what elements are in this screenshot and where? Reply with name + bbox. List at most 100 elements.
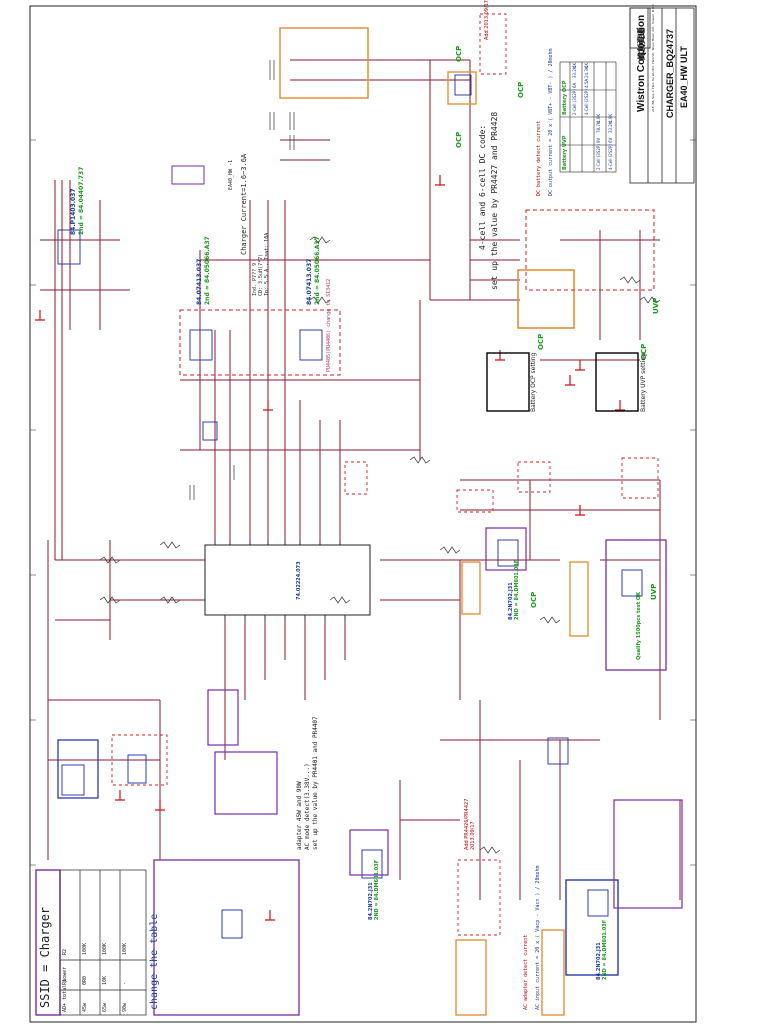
note-cell-2: set up the value by PR4427 and PR4428 <box>490 111 499 290</box>
batt-red-dash-3 <box>621 457 659 499</box>
ocp-sense-block <box>461 561 481 615</box>
ocp-label-1: OCP <box>455 45 463 62</box>
title-sheet: CHARGER_BQ24737 <box>665 28 675 118</box>
battery-table-grid <box>559 61 617 173</box>
note-fet-2: 2ND = 84.DM601.03F <box>514 559 520 620</box>
power-row-1-w: 45w <box>82 1002 88 1012</box>
ac-purple-right <box>613 799 683 909</box>
battery-uvp-label: Battery UVP setting <box>640 353 647 412</box>
title-chinese: 緯創資通 <box>637 28 646 60</box>
ocp-black-block <box>349 829 389 876</box>
ocp-label-5: OCP <box>537 333 545 350</box>
batt-red-dash-1 <box>456 489 494 513</box>
ac-blue-block <box>565 879 619 976</box>
title-block <box>629 7 695 184</box>
bat-ocp-r2-c1: 4.5A <box>584 78 589 88</box>
center-red-dash <box>344 461 368 495</box>
note-adapter-2: AC mode detect(3.38V...) <box>304 763 311 850</box>
power-table-r1-header: R1 <box>62 978 68 985</box>
mosfet-block-top <box>179 309 341 376</box>
note-charger-current: Charger Current=1.6~3.6A <box>240 153 248 255</box>
power-table-grid <box>59 869 147 1016</box>
red-dash-toptop <box>479 13 507 75</box>
power-table-r2-header: R2 <box>62 948 68 955</box>
note-fet-4: 2ND = 84.DM601.03F <box>374 859 380 920</box>
uvp-label-2: UVP <box>650 583 658 600</box>
battery-ocp-title: Battery OCP <box>562 80 568 115</box>
battery-ocp-label: Battery OCP setting <box>530 352 537 412</box>
bat-uvp-r2-c0: 4-Cell (2S2P) <box>608 144 613 170</box>
ocp-label-4: OCP <box>530 591 538 608</box>
uvp-label-1: UVP <box>652 297 660 314</box>
note-rel-date: 2013.09/17 <box>470 821 476 850</box>
bat-ocp-r1-c3: 4K <box>572 62 577 68</box>
bat-table-block <box>525 209 655 291</box>
note-dc-output: DC output current = 20 x ( VBT+ - VBT- )… <box>548 48 554 196</box>
batt-red-dash-2 <box>517 461 551 493</box>
note-mosfet-1: 84.07413.037 <box>196 258 203 305</box>
ac-detect-block <box>541 929 565 1016</box>
bat-ocp-r1-c0: 2-Cell (3S2P) <box>572 89 577 115</box>
note-mosfet-5: 84.07413.037 <box>306 258 313 305</box>
title-address: 21F, 88, Sec.1, Hsin Tai Wu Rd., Hsichih… <box>651 2 655 112</box>
power-table-caption: change the table <box>149 913 160 1010</box>
left-mosfet-block <box>57 739 99 799</box>
note-ic-part: 74.02224.073 <box>296 561 302 600</box>
note-ac-detect: AC adapter detect current <box>523 934 529 1010</box>
power-row-1-r2: 100K <box>82 942 88 955</box>
note-pu-change: PU4405(PU4406) change to SI3412 <box>326 278 332 372</box>
left-mosfet-block-2 <box>111 734 168 786</box>
ssid-label: SSID = Charger <box>38 906 52 1008</box>
bat-uvp-r1-c2: 78.7K <box>596 121 601 133</box>
bat-uvp-r2-c3: 4.9K <box>608 114 613 123</box>
uvp-sense-block <box>569 561 589 637</box>
power-table-header-col: AD+ total power <box>62 966 68 1012</box>
ac-sense-block <box>455 939 487 1016</box>
battery-detect-block <box>517 269 575 329</box>
input-cap-block <box>279 27 369 99</box>
power-row-2-r2: 100K <box>102 942 108 955</box>
rsense-block <box>447 71 477 105</box>
bat-uvp-r2-c2: 33.2K <box>608 121 613 133</box>
power-row-2-r1: 10K <box>102 975 108 985</box>
note-adapter-3: set up the value by PR4401 and PR4407 <box>312 716 319 850</box>
note-adapter-1: adapter 45W and 90W <box>296 781 303 850</box>
power-row-3-r2: 100K <box>122 942 128 955</box>
frame-ticks <box>30 139 696 866</box>
battery-ocp-block <box>486 352 530 412</box>
title-project: EA40_HW ULT <box>679 46 689 108</box>
note-mosfet-3: 84.P1403.037 <box>70 188 77 235</box>
adapter-purple-block <box>207 689 239 746</box>
ground-symbols <box>35 175 625 921</box>
battery-uvp-title: Battery UVP <box>562 135 568 170</box>
bat-uvp-r1-c0: 2-Cell (3S2P) <box>596 144 601 170</box>
ocp-label-2: OCP <box>455 131 463 148</box>
note-ac-input: AC input current = 20 x ( Vacp - Vacn ) … <box>535 865 541 1011</box>
power-row-1-r1: 0R0 <box>82 975 88 985</box>
purple-ac-block <box>153 859 300 1016</box>
note-cell-1: 4-cell and 6-cell DC code: <box>478 124 487 250</box>
uvp-purple-block <box>605 539 667 671</box>
bat-ocp-r2-c2: 24.3K <box>584 66 589 78</box>
battery-uvp-block <box>595 352 639 412</box>
note-mosfet-6: 2nd = 84.05066.A37 <box>314 236 321 305</box>
power-row-3-r1: - <box>122 981 128 985</box>
note-sheet-ref: EA40_HW -1 <box>228 159 234 190</box>
bat-ocp-r2-c3: 4K <box>584 62 589 68</box>
power-row-3-w: 90w <box>122 1002 128 1012</box>
wiring <box>40 59 681 900</box>
note-inductor-spec-2: Io: 5.5 A , Isat: 10A <box>264 232 270 296</box>
mosfet-symbols <box>57 74 643 939</box>
bat-uvp-r2-c1: 6V <box>608 137 613 143</box>
note-rel-2: Add 2013.09/17 <box>484 0 490 40</box>
note-mosfet-4: 2nd = 84.04407.737 <box>78 166 85 235</box>
bat-ocp-r2-c0: 4-Cell (2S2P) <box>584 89 589 115</box>
note-qualify: Qualify 1500pcs test OK <box>636 592 642 660</box>
bat-uvp-r1-c3: 4.9K <box>596 114 601 123</box>
adapter-detect-block <box>214 751 278 815</box>
ic-pins <box>214 540 346 620</box>
bat-ocp-r1-c1: 6A <box>572 82 577 88</box>
note-mosfet-2: 2nd = 84.05066.A37 <box>204 236 211 305</box>
bat-uvp-r1-c1: 9V <box>596 137 601 143</box>
